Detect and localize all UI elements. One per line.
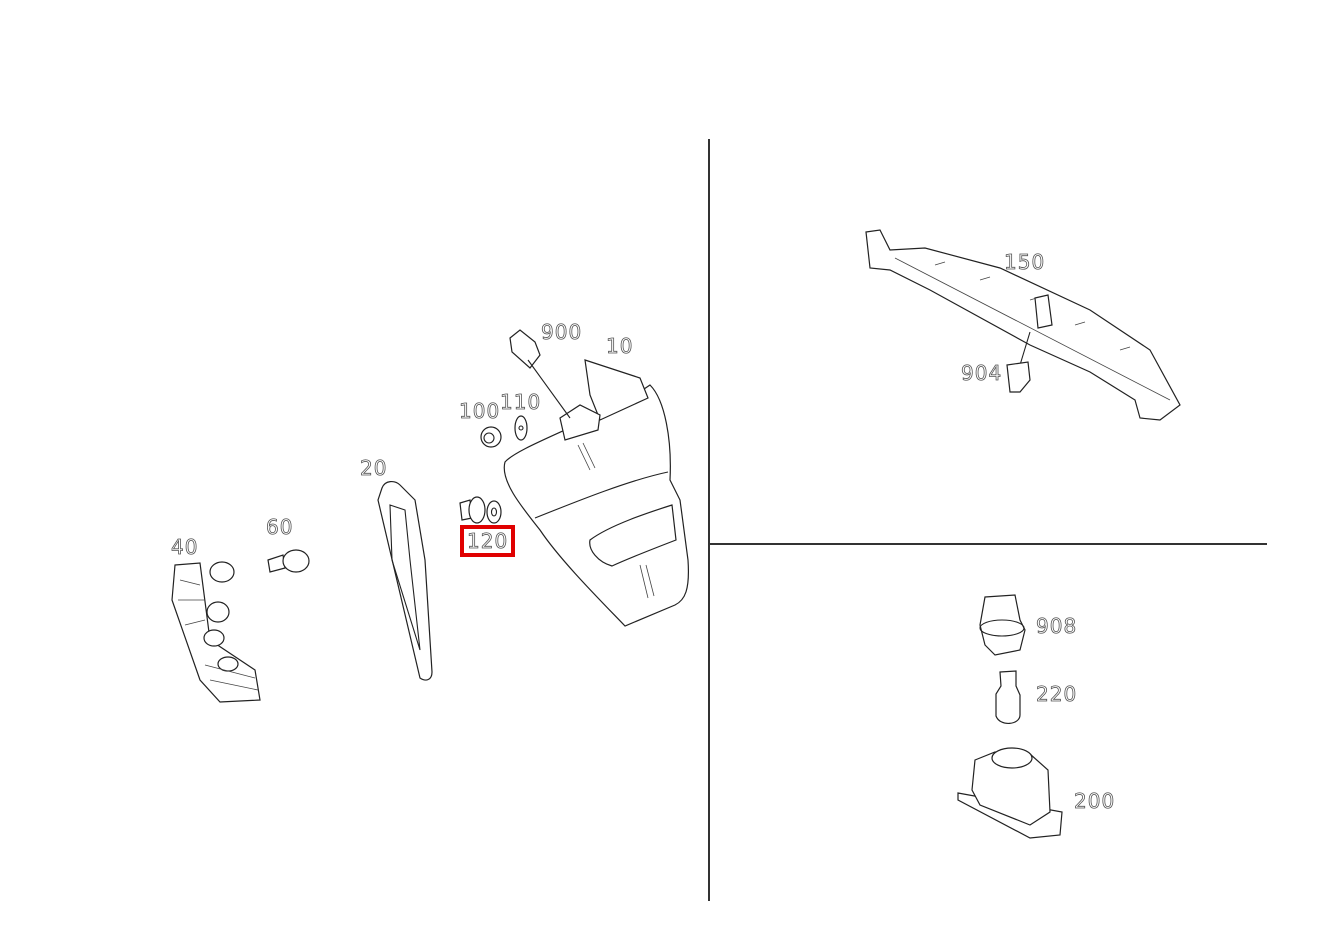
part-900-connector[interactable] bbox=[509, 329, 571, 419]
vertical-divider bbox=[708, 139, 710, 901]
part-220-wedge-bulb[interactable] bbox=[995, 670, 1021, 724]
part-label-200[interactable]: 200 bbox=[1074, 789, 1116, 813]
part-100-nut[interactable] bbox=[480, 426, 502, 448]
part-label-100[interactable]: 100 bbox=[459, 399, 501, 423]
part-label-908[interactable]: 908 bbox=[1036, 614, 1078, 638]
part-110-washer[interactable] bbox=[514, 415, 528, 441]
part-label-110[interactable]: 110 bbox=[500, 390, 542, 414]
part-label-40[interactable]: 40 bbox=[171, 535, 199, 559]
part-label-150[interactable]: 150 bbox=[1004, 250, 1046, 274]
highlighted-part-box bbox=[460, 525, 515, 557]
part-label-900[interactable]: 900 bbox=[541, 320, 583, 344]
part-20-gasket[interactable] bbox=[377, 481, 433, 681]
part-908-bulb-socket[interactable] bbox=[979, 594, 1026, 656]
part-40-bulb-holder[interactable] bbox=[171, 561, 261, 703]
part-904-clip[interactable] bbox=[1006, 361, 1031, 393]
part-label-220[interactable]: 220 bbox=[1036, 682, 1078, 706]
part-120-screw[interactable] bbox=[459, 496, 502, 524]
part-label-60[interactable]: 60 bbox=[266, 515, 294, 539]
part-label-10[interactable]: 10 bbox=[606, 334, 634, 358]
part-200-license-lamp[interactable] bbox=[957, 747, 1063, 839]
part-label-20[interactable]: 20 bbox=[360, 456, 388, 480]
part-label-120[interactable]: 120 bbox=[467, 529, 509, 553]
part-10-tail-lamp[interactable] bbox=[503, 359, 690, 627]
part-60-bulb[interactable] bbox=[267, 549, 310, 573]
part-150-mounting-rail[interactable] bbox=[865, 229, 1181, 421]
horizontal-divider bbox=[708, 543, 1267, 545]
part-label-904[interactable]: 904 bbox=[961, 361, 1003, 385]
